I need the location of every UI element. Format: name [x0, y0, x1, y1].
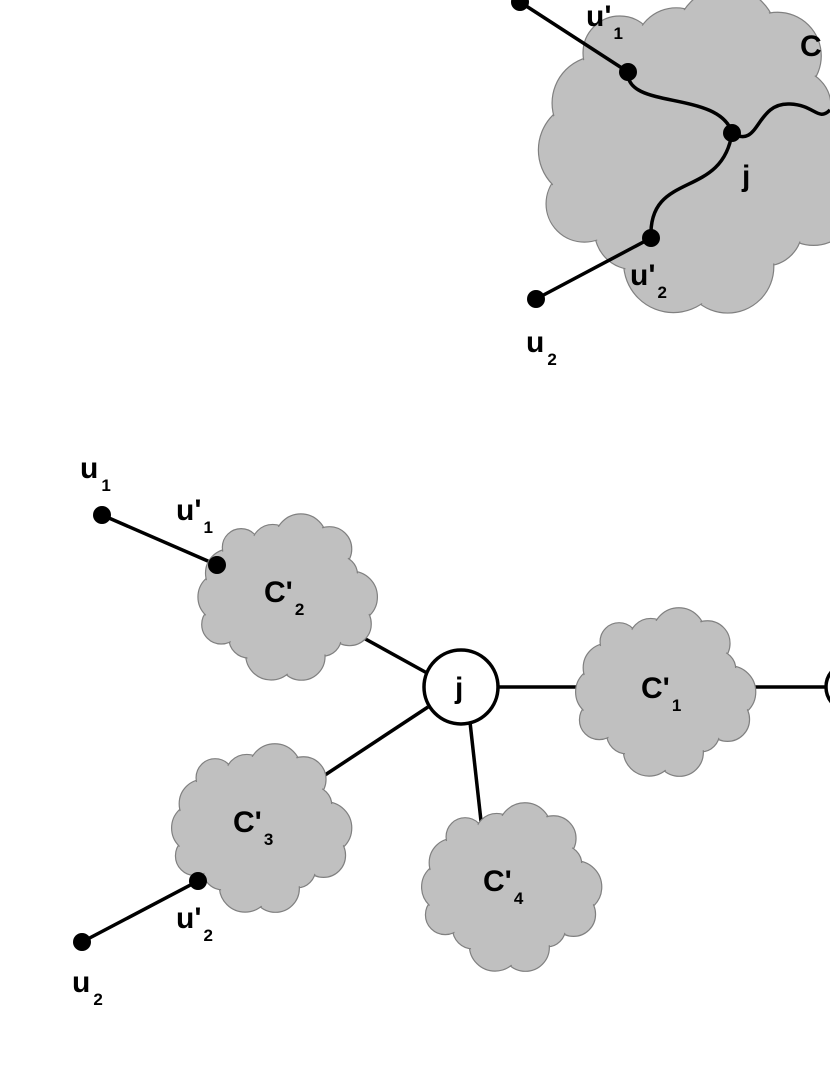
label-c2: C'2	[264, 576, 304, 619]
partial-node-right	[824, 670, 830, 704]
cloud-c2	[197, 513, 379, 681]
top-node-u1prime	[619, 63, 637, 81]
label-u1prime: u'1	[176, 494, 213, 537]
top-node-u2prime	[642, 229, 660, 247]
top-path-j-to-right	[731, 102, 830, 139]
cloud-c4	[420, 802, 603, 972]
edge-c3-to-j	[324, 705, 429, 777]
edge-c4-to-j	[468, 721, 484, 831]
node-u2	[73, 933, 91, 951]
node-u1prime	[208, 556, 226, 574]
edge-u2-to-u2prime	[81, 879, 199, 944]
edge-u1-to-u1prime	[101, 513, 218, 567]
bottom-diagram: u1 u'1 C'2 j C'1 C'3 C'4 u'2 u2	[72, 452, 830, 1009]
top-path-j-to-u2prime	[649, 132, 734, 239]
label-u1: u1	[80, 452, 111, 495]
label-u2: u2	[72, 966, 103, 1009]
top-diagram: u'1 C j u'2 u2	[511, 0, 830, 369]
top-edge-u1-to-u1prime	[519, 0, 629, 74]
label-c1: C'1	[641, 672, 681, 715]
top-label-cluster: C	[800, 30, 822, 63]
top-node-u1	[511, 0, 529, 11]
label-u2prime: u'2	[176, 902, 213, 945]
label-c4: C'4	[483, 865, 524, 908]
top-label-u2prime: u'2	[630, 259, 667, 302]
node-u1	[93, 506, 111, 524]
top-large-cloud	[537, 0, 830, 314]
top-node-u2	[527, 290, 545, 308]
hub-node-j	[422, 648, 500, 726]
node-u2prime	[189, 872, 207, 890]
top-edge-u2-to-u2prime	[535, 236, 652, 301]
label-j: j	[454, 672, 463, 705]
top-label-j: j	[741, 160, 750, 193]
cloud-c3	[170, 743, 353, 913]
top-label-u2: u2	[526, 326, 557, 369]
top-label-u1prime: u'1	[586, 0, 623, 43]
top-node-j	[723, 124, 741, 142]
top-path-u1prime-to-j	[626, 71, 734, 134]
label-c3: C'3	[233, 806, 273, 849]
cloud-c1	[574, 607, 757, 777]
